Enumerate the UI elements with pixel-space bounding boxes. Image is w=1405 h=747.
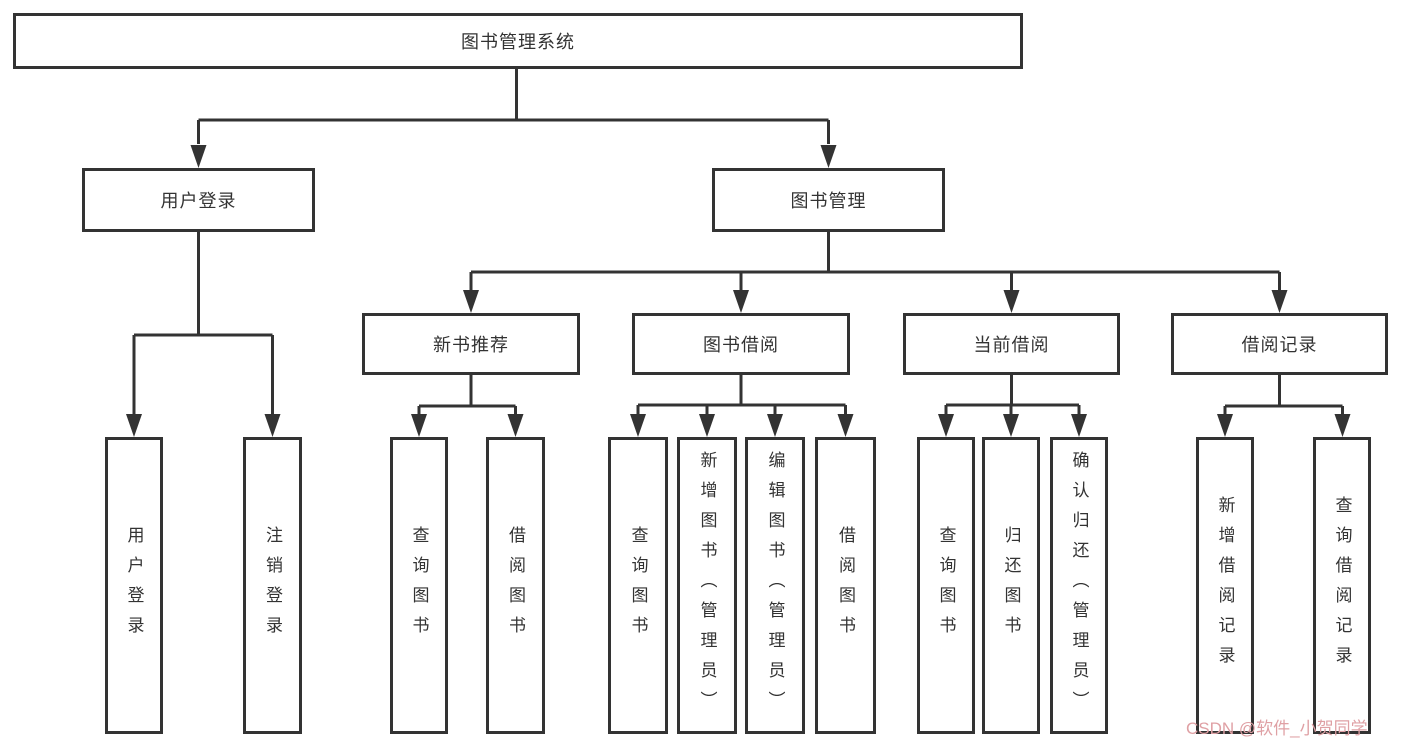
node-new-book-recommendation: 新书推荐 [362, 313, 580, 375]
node-user-login: 用户登录 [82, 168, 315, 232]
leaf-bb-query-book: 查询图书 [608, 437, 668, 734]
node-label: 新书推荐 [433, 335, 509, 355]
node-label: 用户登录 [124, 525, 144, 646]
node-label: 借阅图书 [506, 525, 525, 646]
node-label: 借阅图书 [836, 525, 855, 646]
leaf-bb-edit-book-admin: 编辑图书（管理员） [745, 437, 805, 734]
leaf-br-add-record: 新增借阅记录 [1196, 437, 1254, 734]
node-label: 查询图书 [409, 525, 429, 646]
node-label: 借阅记录 [1241, 335, 1318, 355]
node-label: 图书管理系统 [461, 32, 575, 52]
leaf-cb-return-book: 归还图书 [982, 437, 1040, 734]
node-book-borrowing: 图书借阅 [632, 313, 850, 375]
node-borrowing-records: 借阅记录 [1171, 313, 1388, 375]
node-book-management: 图书管理 [712, 168, 945, 232]
leaf-cb-query-book: 查询图书 [917, 437, 975, 734]
leaf-logout: 注销登录 [243, 437, 302, 734]
leaf-bb-add-book-admin: 新增图书（管理员） [677, 437, 737, 734]
node-label: 当前借阅 [973, 335, 1050, 355]
node-root-library-system: 图书管理系统 [13, 13, 1023, 69]
node-label: 查询借阅记录 [1332, 495, 1352, 676]
node-label: 用户登录 [160, 191, 237, 211]
leaf-rec-query-book: 查询图书 [390, 437, 448, 734]
leaf-br-query-record: 查询借阅记录 [1313, 437, 1371, 734]
node-label: 新增图书（管理员） [697, 450, 717, 721]
leaf-cb-confirm-return-admin: 确认归还（管理员） [1050, 437, 1108, 734]
node-label: 编辑图书（管理员） [765, 450, 785, 721]
leaf-user-login: 用户登录 [105, 437, 163, 734]
node-label: 注销登录 [263, 525, 282, 646]
node-label: 查询图书 [628, 525, 648, 646]
node-label: 新增借阅记录 [1215, 495, 1235, 676]
csdn-watermark: CSDN @软件_小贺同学 [1186, 719, 1368, 738]
node-current-borrowing: 当前借阅 [903, 313, 1120, 375]
node-label: 图书管理 [790, 191, 867, 211]
node-label: 查询图书 [936, 525, 956, 646]
node-label: 归还图书 [1001, 525, 1021, 646]
leaf-bb-borrow-book: 借阅图书 [815, 437, 876, 734]
node-label: 图书借阅 [703, 335, 779, 355]
leaf-rec-borrow-book: 借阅图书 [486, 437, 545, 734]
node-label: 确认归还（管理员） [1069, 450, 1089, 721]
